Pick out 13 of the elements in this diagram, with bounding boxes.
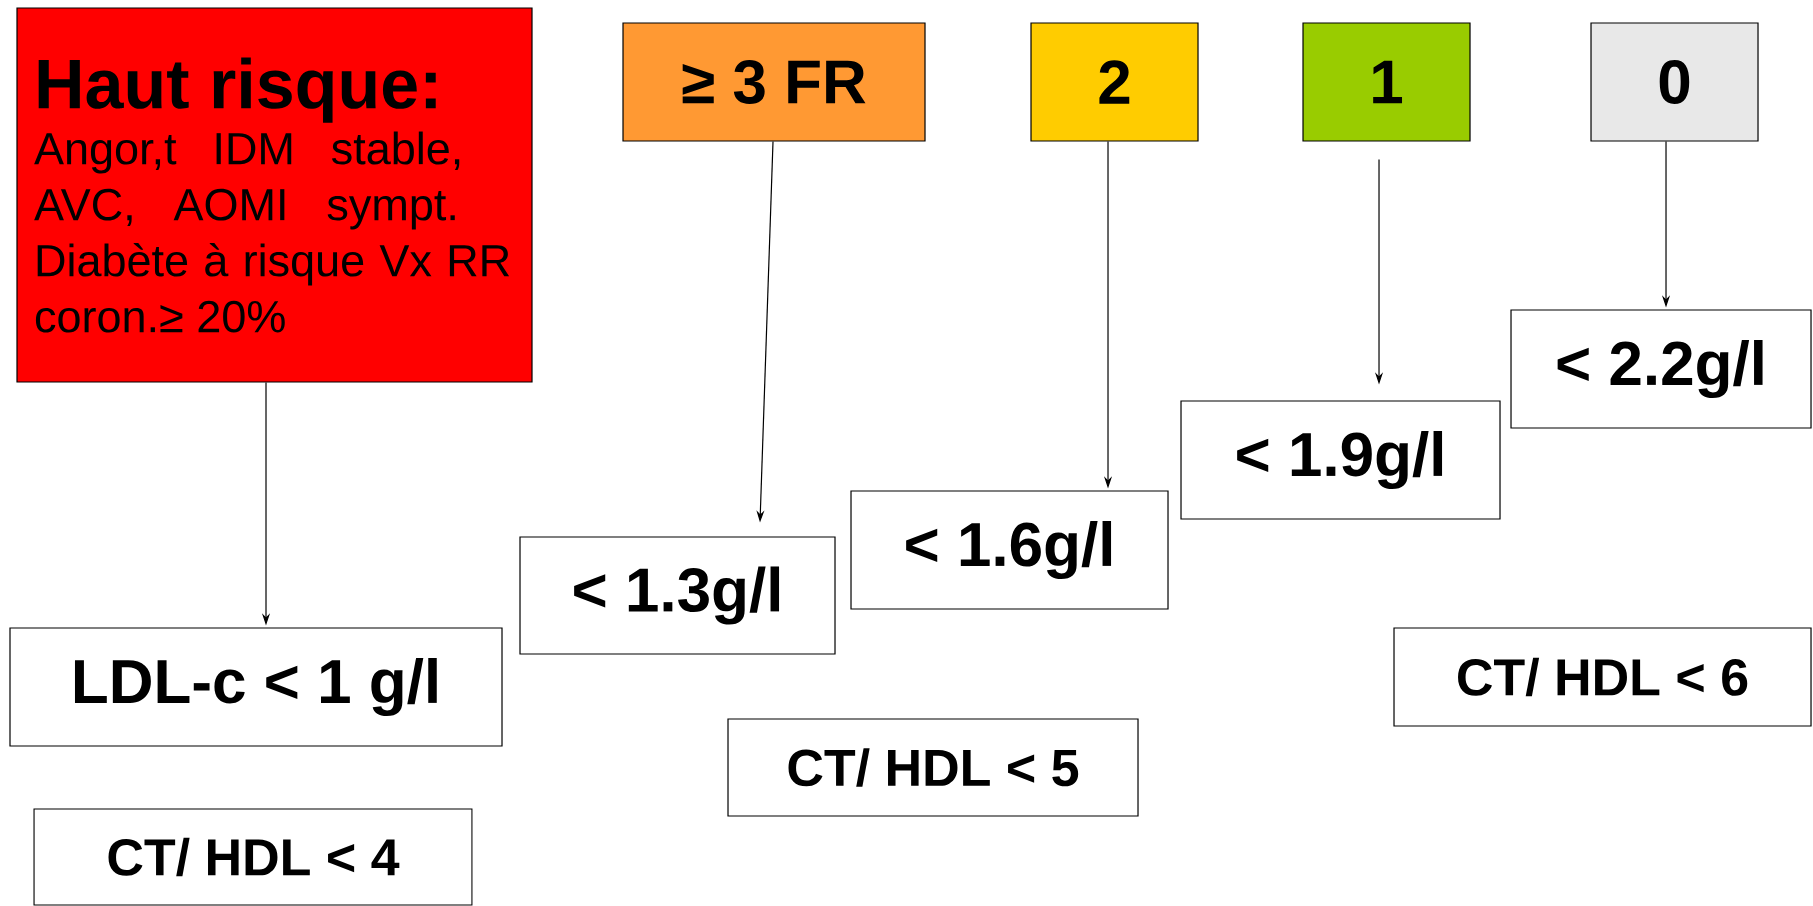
category-box: 1 [1302, 22, 1471, 142]
target-box: < 1.3g/l [519, 536, 836, 655]
target-box: < 1.6g/l [850, 490, 1169, 610]
category-box: ≥ 3 FR [622, 22, 926, 142]
ratio-box: CT/ HDL < 4 [33, 808, 473, 906]
target-box: LDL-c < 1 g/l [9, 627, 503, 747]
target-box: < 1.9g/l [1180, 400, 1501, 520]
target-box: < 2.2g/l [1510, 309, 1812, 429]
category-box: 2 [1030, 22, 1199, 142]
category-box: 0 [1590, 22, 1759, 142]
ratio-box: CT/ HDL < 6 [1393, 627, 1812, 727]
ratio-box: CT/ HDL < 5 [727, 718, 1139, 817]
risk-box: Haut risque: Angor,t IDM stable, AVC, AOMI sympt. Diabète à risque Vx RR coron.≥ 20% [16, 7, 533, 383]
